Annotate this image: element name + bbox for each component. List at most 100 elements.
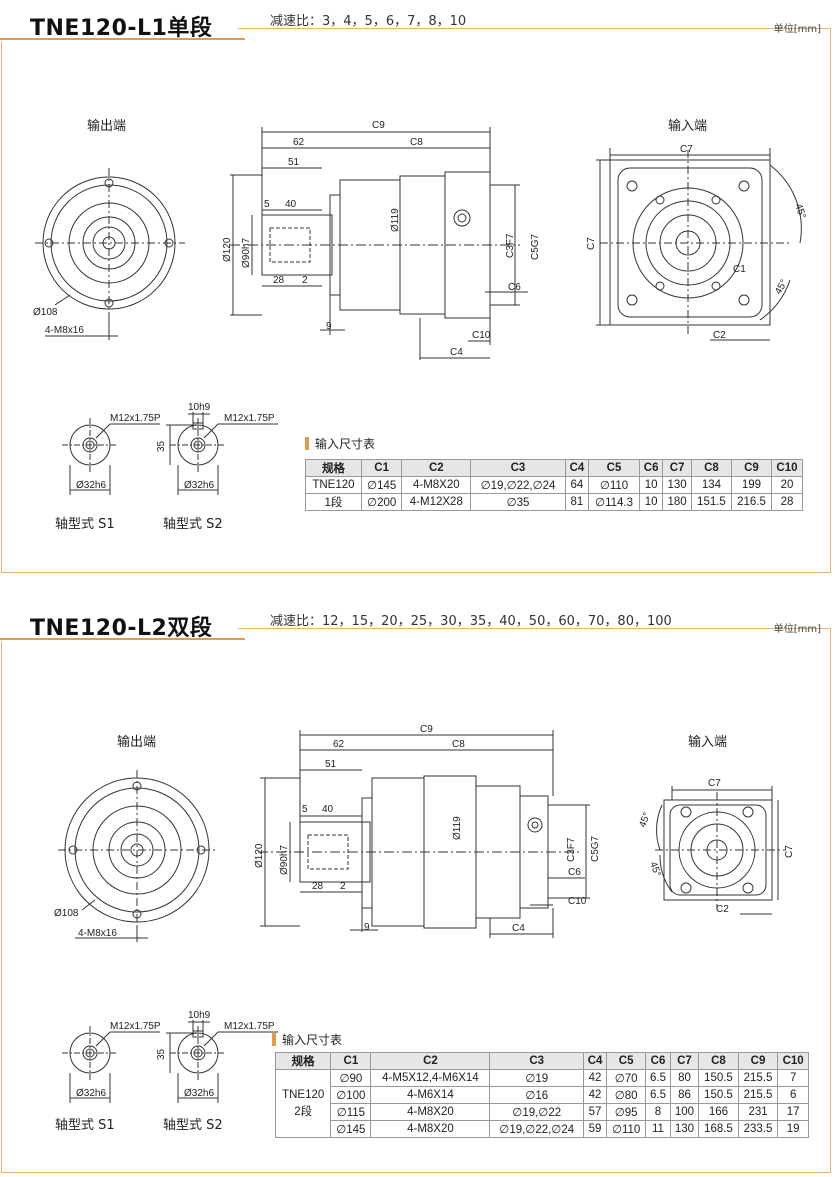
l1-dim-9: 9 xyxy=(326,321,332,332)
table-cell: 100 xyxy=(669,1103,700,1121)
table-cell: 19 xyxy=(777,1120,809,1138)
table-cell: 81 xyxy=(564,493,590,511)
table-cell: ∅19,∅22,∅24 xyxy=(489,1120,584,1138)
l2-dim-51: 51 xyxy=(325,759,337,770)
l2-th-c4: C4 xyxy=(582,1052,608,1070)
table-cell: 233.5 xyxy=(737,1120,779,1138)
table-cell: 180 xyxy=(662,493,692,511)
table-cell: 150.5 xyxy=(698,1069,739,1087)
table-cell: 4-M12X28 xyxy=(401,493,472,511)
table-cell: ∅19,∅22 xyxy=(489,1103,584,1121)
l1-stage-cell: 1段 xyxy=(305,493,362,511)
l1-dim-5: 5 xyxy=(264,199,270,210)
l1-dim-d108: Ø108 xyxy=(33,307,58,318)
l2-th-spec: 规格 xyxy=(274,1052,332,1070)
table-cell: 134 xyxy=(690,476,732,494)
table-cell: 4-M8X20 xyxy=(370,1120,491,1138)
l1-dim-c7-top: C7 xyxy=(680,144,693,155)
l2-dim-c3: C3F7 xyxy=(566,837,577,862)
l1-dim-c2: C2 xyxy=(713,330,726,341)
table-cell: 8 xyxy=(645,1103,671,1121)
table-cell: 7 xyxy=(777,1069,809,1087)
l1-dim-d90: Ø90h7 xyxy=(241,238,252,268)
l1-s2-label: 轴型式 S2 xyxy=(163,517,223,532)
l2-input-end-view xyxy=(655,786,785,915)
l1-s2-thread: M12x1.75P xyxy=(224,413,275,424)
l2-dim-d90: Ø90h7 xyxy=(279,845,290,875)
l1-shaft-s2 xyxy=(166,412,278,495)
l1-dim-c1: C1 xyxy=(733,264,746,275)
l2-dim-c2: C2 xyxy=(716,904,729,915)
table-cell: ∅80 xyxy=(606,1086,647,1104)
l1-dim-c9: C9 xyxy=(372,120,385,131)
l2-th-c7: C7 xyxy=(669,1052,700,1070)
l2-s2-h: 35 xyxy=(156,1048,167,1060)
table-cell: ∅19,∅22,∅24 xyxy=(470,476,566,494)
table-cell: ∅115 xyxy=(330,1103,372,1121)
l2-table-header-row: 规格 C1 C2 C3 C4 C5 C6 C7 C8 C9 C10 xyxy=(274,1052,809,1070)
l2-s1-label: 轴型式 S1 xyxy=(55,1118,115,1133)
l1-s1-thread: M12x1.75P xyxy=(110,413,161,424)
l1-s1-dia: Ø32h6 xyxy=(76,480,106,491)
l1-th-c2: C2 xyxy=(401,459,472,477)
l2-dim-d120: Ø120 xyxy=(254,843,265,868)
l1-s2-key: 10h9 xyxy=(188,402,211,413)
l1-th-c4: C4 xyxy=(564,459,590,477)
section-l1-title: TNE120-L1单段 xyxy=(30,16,213,41)
table-cell: 151.5 xyxy=(690,493,732,511)
l2-s1-dia: Ø32h6 xyxy=(76,1088,106,1099)
l1-dim-c10: C10 xyxy=(472,330,491,341)
l2-table-title-bar xyxy=(272,1033,276,1046)
section-l1-unit: 单位[mm] xyxy=(773,24,821,35)
section-l2-unit: 单位[mm] xyxy=(773,624,821,635)
table-row: ∅115 4-M8X20 ∅19,∅22 57 ∅95 8 100 166 23… xyxy=(276,1103,809,1121)
l2-shaft-s1 xyxy=(62,1026,160,1103)
table-cell: 4-M6X14 xyxy=(370,1086,491,1104)
table-cell: 80 xyxy=(669,1069,700,1087)
table-cell: 20 xyxy=(770,476,804,494)
l2-th-c1: C1 xyxy=(330,1052,372,1070)
table-cell: 42 xyxy=(582,1069,608,1087)
l2-output-label: 输出端 xyxy=(117,735,157,750)
l1-table-title: 输入尺寸表 xyxy=(305,435,375,452)
table-cell: 64 xyxy=(564,476,590,494)
l1-shaft-s1 xyxy=(62,418,160,495)
table-cell: ∅145 xyxy=(360,476,403,494)
section-l2-title: TNE120-L2双段 xyxy=(30,616,213,641)
l1-input-label: 输入端 xyxy=(668,119,708,134)
l1-dim-51: 51 xyxy=(288,157,300,168)
table-cell: 215.5 xyxy=(737,1086,779,1104)
l1-drawing: Ø108 4-M8x16 C9 62 C8 51 xyxy=(33,120,808,495)
l2-dim-28: 28 xyxy=(312,881,324,892)
l2-s2-dia: Ø32h6 xyxy=(184,1088,214,1099)
l1-dim-c4: C4 xyxy=(450,347,463,358)
l2-dim-m8: 4-M8x16 xyxy=(78,928,117,939)
l1-table-header-row: 规格 C1 C2 C3 C4 C5 C6 C7 C8 C9 C10 xyxy=(305,459,804,477)
l1-th-c3: C3 xyxy=(470,459,566,477)
table-cell: 130 xyxy=(669,1120,700,1138)
table-row: ∅100 4-M6X14 ∅16 42 ∅80 6.5 86 150.5 215… xyxy=(276,1086,809,1104)
table-cell: 168.5 xyxy=(698,1120,739,1138)
table-cell: 4-M5X12,4-M6X14 xyxy=(370,1069,491,1087)
table-row: 1段 ∅200 4-M12X28 ∅35 81 ∅114.3 10 180 15… xyxy=(305,493,804,511)
table-cell: 59 xyxy=(582,1120,608,1138)
l2-dim-c4: C4 xyxy=(512,923,525,934)
l1-side-view xyxy=(230,127,528,360)
l1-model-cell: TNE120 xyxy=(305,476,362,494)
l1-dim-c6: C6 xyxy=(508,282,521,293)
l2-dim-5: 5 xyxy=(302,804,308,815)
table-cell: 17 xyxy=(777,1103,809,1121)
l2-dim-c5: C5G7 xyxy=(590,835,601,862)
l1-dim-c3: C3F7 xyxy=(505,233,516,258)
l1-dim-2: 2 xyxy=(302,275,308,286)
l2-table-title-text: 输入尺寸表 xyxy=(282,1033,343,1047)
l1-dim-28: 28 xyxy=(273,275,285,286)
l2-s2-key: 10h9 xyxy=(188,1010,211,1021)
l1-output-label: 输出端 xyxy=(87,119,127,134)
table-row: TNE120 ∅145 4-M8X20 ∅19,∅22,∅24 64 ∅110 … xyxy=(305,476,804,494)
l1-dim-c7-side: C7 xyxy=(586,237,597,250)
l1-th-c5: C5 xyxy=(588,459,640,477)
l2-input-label: 输入端 xyxy=(688,735,728,750)
l1-output-flange-view xyxy=(35,168,185,340)
